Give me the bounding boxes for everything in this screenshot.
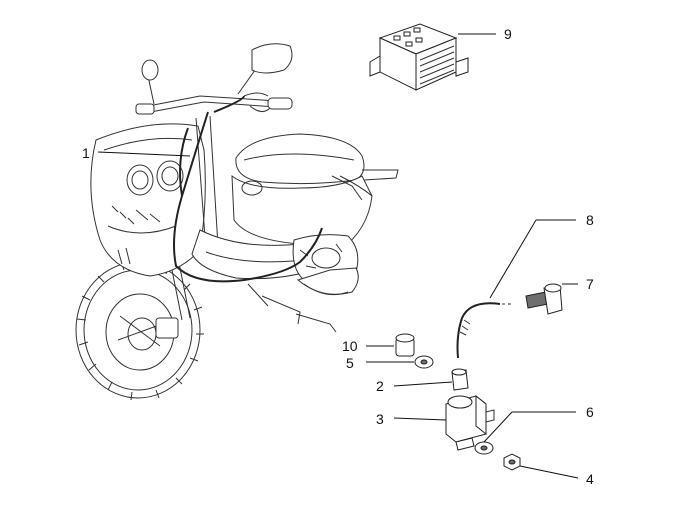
leader-8 (489, 219, 537, 299)
voltage-regulator-drawing (369, 23, 469, 91)
callout-4: 4 (586, 471, 594, 487)
leader-2 (393, 381, 453, 387)
callout-7: 7 (586, 276, 594, 292)
callout-1: 1 (82, 145, 90, 161)
leader-6 (483, 411, 513, 443)
nut-drawing (503, 453, 521, 471)
leader-1 (97, 151, 191, 157)
wiring-harness (173, 95, 363, 283)
rear-body (231, 169, 399, 251)
rear-wheel (296, 267, 359, 296)
leader-3 (393, 417, 447, 421)
coil-boot-drawing (451, 368, 469, 391)
leader-4 (519, 465, 579, 479)
handlebar (135, 43, 293, 115)
callout-8: 8 (586, 212, 594, 228)
callout-10: 10 (342, 338, 358, 354)
ignition-coil-drawing (445, 394, 495, 451)
callout-numbers: 1 2 3 4 5 6 7 8 9 10 (82, 26, 594, 487)
leader-lines (97, 33, 579, 479)
spark-plug-cap-drawing (525, 283, 563, 315)
callout-9: 9 (504, 26, 512, 42)
small-nut-drawing (414, 355, 434, 369)
washer-drawing (474, 441, 494, 455)
callout-6: 6 (586, 404, 594, 420)
callout-5: 5 (346, 355, 354, 371)
callout-3: 3 (376, 411, 384, 427)
front-body (90, 123, 206, 277)
scooter-illustration (75, 43, 399, 401)
spacer-drawing (395, 333, 415, 357)
hv-cable-drawing (456, 302, 512, 359)
callout-2: 2 (376, 378, 384, 394)
front-wheel (75, 260, 204, 401)
seat (235, 133, 365, 185)
